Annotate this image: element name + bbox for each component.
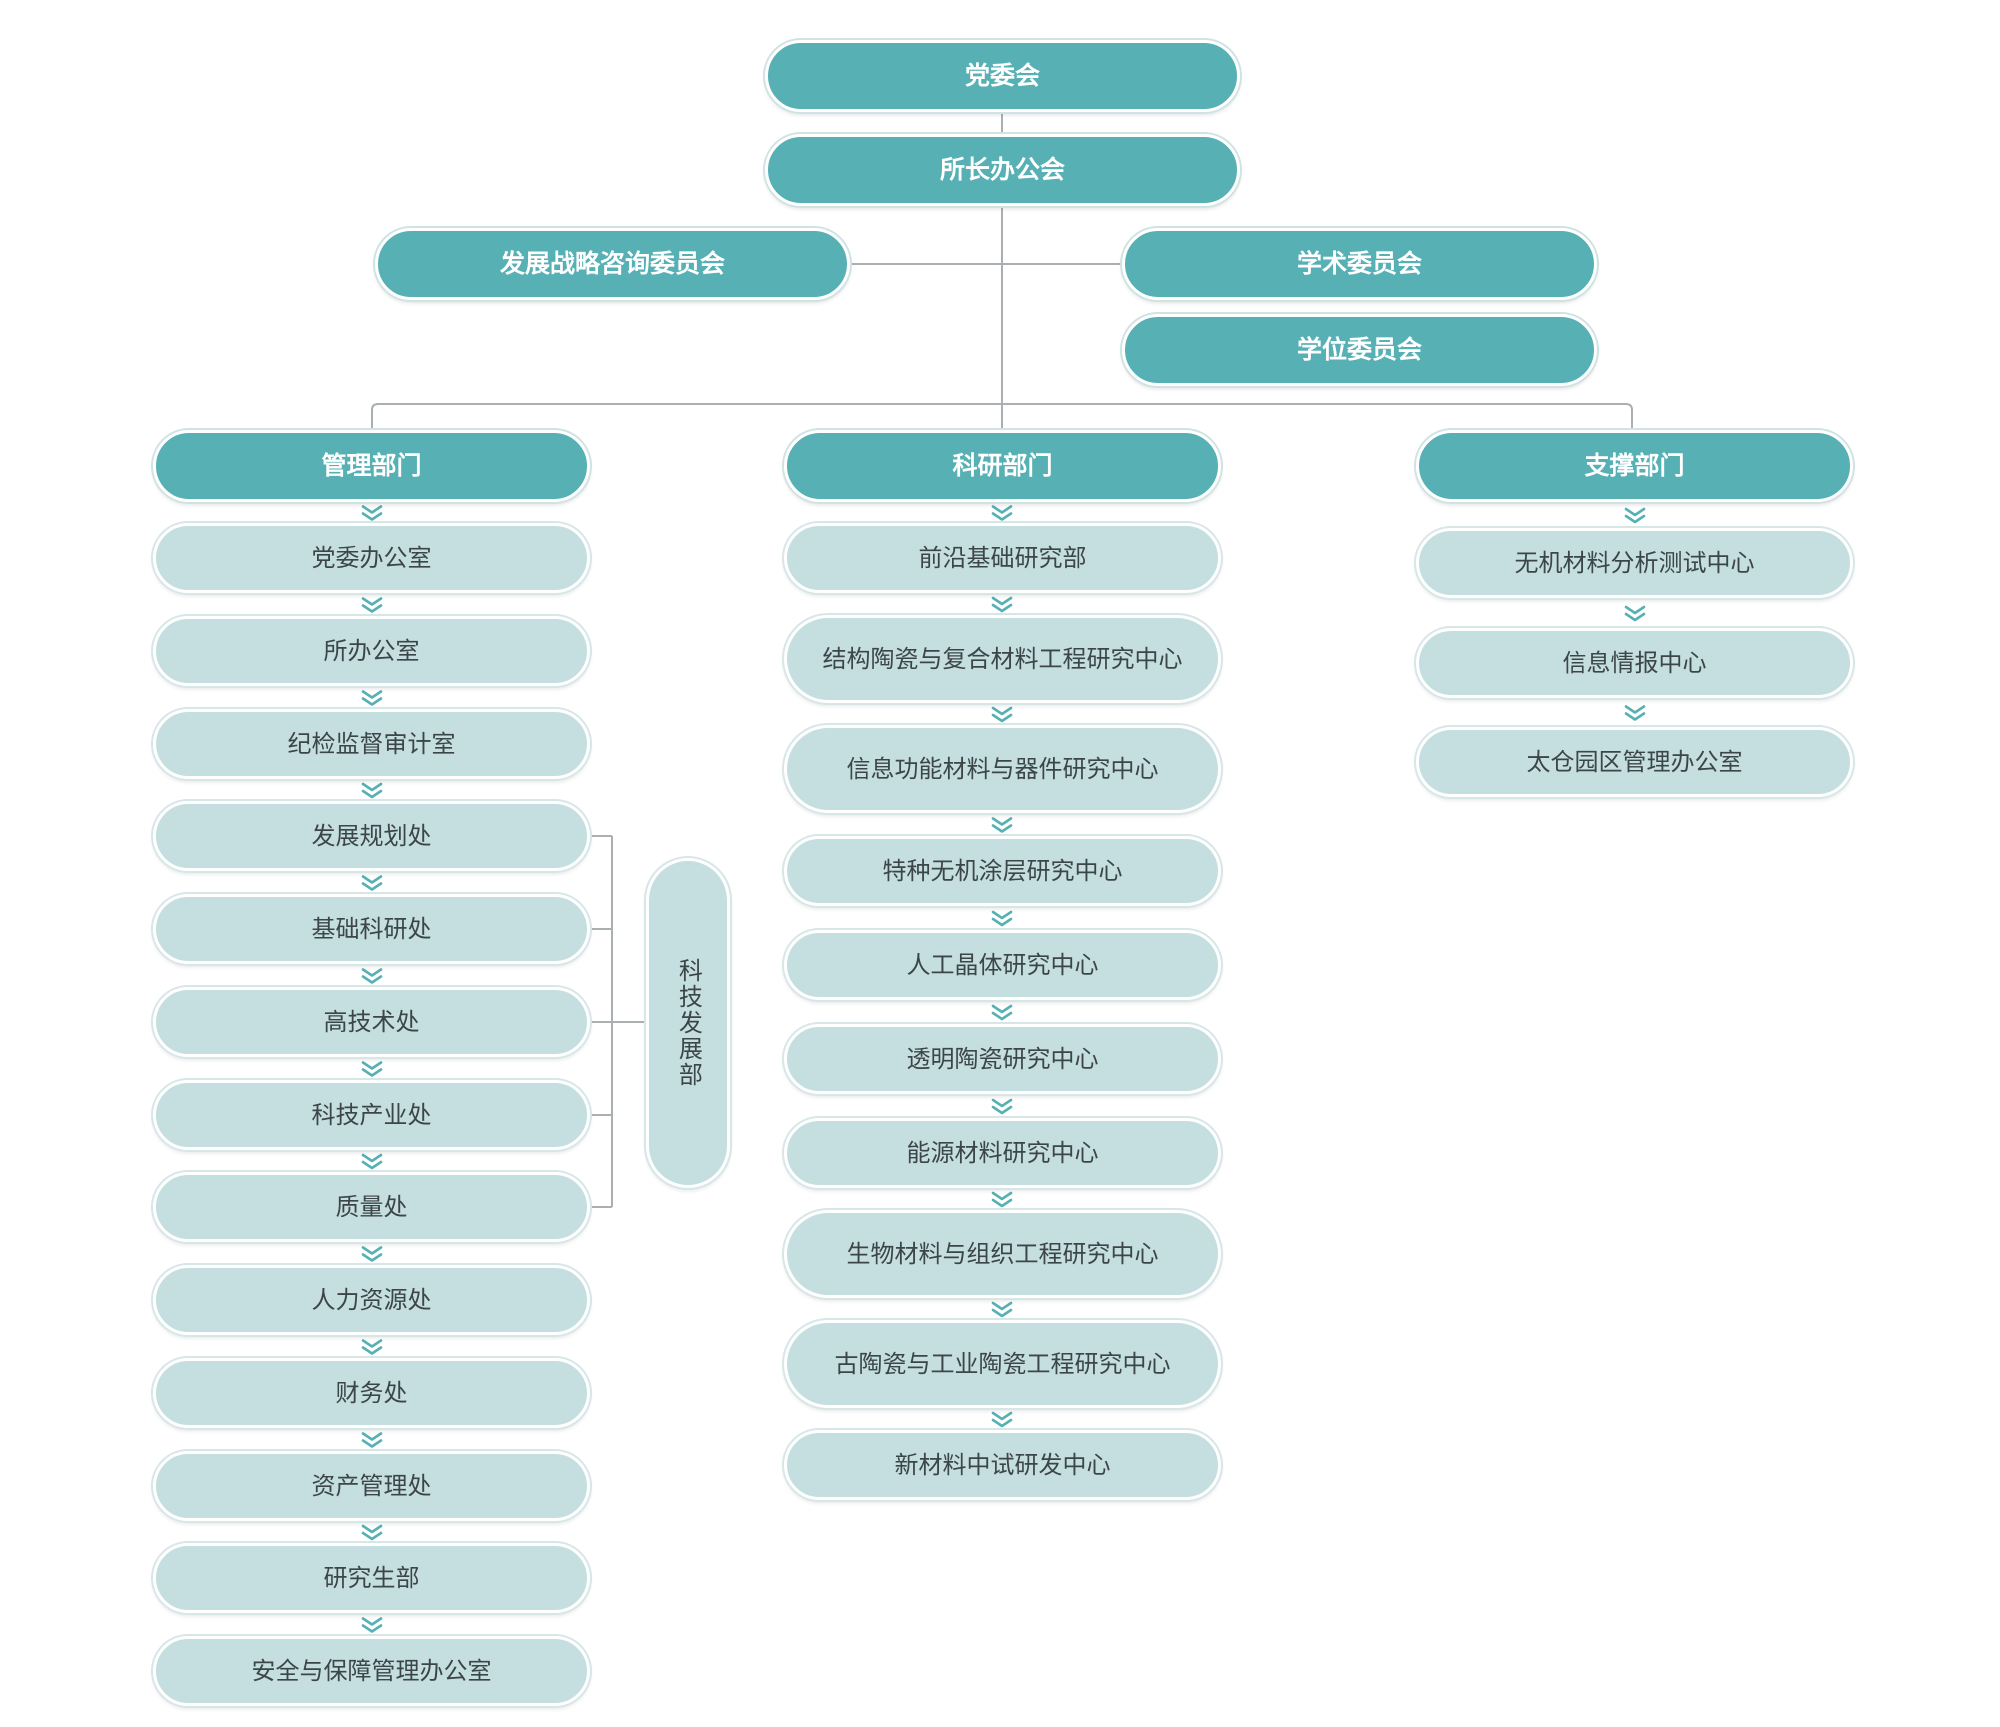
chevron-down-icon [991, 1098, 1013, 1115]
chevron-down-icon [361, 505, 383, 521]
support-dept-header: 支撑部门 [1416, 430, 1853, 502]
chevron-down-icon [361, 597, 383, 613]
chevron-down-icon [991, 817, 1013, 833]
management-item: 科技产业处 [153, 1080, 590, 1150]
chevron-down-icon [361, 1061, 383, 1077]
support-item: 无机材料分析测试中心 [1416, 528, 1853, 598]
management-item: 所办公室 [153, 616, 590, 686]
support-item: 信息情报中心 [1416, 628, 1853, 698]
director-office-meeting-node: 所长办公会 [765, 134, 1240, 206]
management-item: 资产管理处 [153, 1451, 590, 1521]
management-item: 高技术处 [153, 987, 590, 1057]
research-item: 人工晶体研究中心 [784, 930, 1221, 1000]
chevron-down-icon [1624, 605, 1646, 622]
management-item: 质量处 [153, 1172, 590, 1242]
department-bar [371, 403, 1633, 430]
chevron-down-icon [991, 706, 1013, 723]
chevron-down-icon [991, 505, 1013, 521]
research-dept-header: 科研部门 [784, 430, 1221, 502]
research-item: 新材料中试研发中心 [784, 1430, 1221, 1500]
research-item: 能源材料研究中心 [784, 1118, 1221, 1188]
management-item: 党委办公室 [153, 523, 590, 593]
chevron-down-icon [361, 782, 383, 799]
chevron-down-icon [1624, 705, 1646, 721]
chevron-down-icon [361, 1524, 383, 1541]
research-item: 信息功能材料与器件研究中心 [784, 725, 1221, 813]
management-item: 基础科研处 [153, 894, 590, 964]
chevron-down-icon [361, 1432, 383, 1448]
chevron-down-icon [361, 875, 383, 891]
chevron-down-icon [1624, 507, 1646, 524]
chevron-down-icon [991, 910, 1013, 927]
strategy-committee-node: 发展战略咨询委员会 [375, 228, 850, 300]
degree-committee-node: 学位委员会 [1122, 314, 1597, 386]
research-item: 结构陶瓷与复合材料工程研究中心 [784, 615, 1221, 703]
chevron-down-icon [991, 1004, 1013, 1021]
management-item: 发展规划处 [153, 801, 590, 871]
party-committee-node: 党委会 [765, 40, 1240, 112]
research-item: 透明陶瓷研究中心 [784, 1024, 1221, 1094]
management-dept-header: 管理部门 [153, 430, 590, 502]
academic-committee-node: 学术委员会 [1122, 228, 1597, 300]
tech-development-group-node: 科技发展部 [646, 858, 730, 1188]
research-item: 特种无机涂层研究中心 [784, 836, 1221, 906]
chevron-down-icon [991, 1191, 1013, 1208]
chevron-down-icon [991, 1411, 1013, 1428]
chevron-down-icon [361, 1246, 383, 1262]
chevron-down-icon [361, 1339, 383, 1355]
research-item: 生物材料与组织工程研究中心 [784, 1210, 1221, 1298]
chevron-down-icon [361, 968, 383, 984]
management-item: 财务处 [153, 1358, 590, 1428]
management-item: 安全与保障管理办公室 [153, 1636, 590, 1706]
chevron-down-icon [361, 690, 383, 706]
research-item: 古陶瓷与工业陶瓷工程研究中心 [784, 1320, 1221, 1408]
chevron-down-icon [361, 1153, 383, 1170]
management-item: 人力资源处 [153, 1265, 590, 1335]
support-item: 太仓园区管理办公室 [1416, 727, 1853, 797]
research-item: 前沿基础研究部 [784, 523, 1221, 593]
management-item: 研究生部 [153, 1543, 590, 1613]
management-item: 纪检监督审计室 [153, 709, 590, 779]
chevron-down-icon [991, 596, 1013, 613]
chevron-down-icon [361, 1617, 383, 1633]
chevron-down-icon [991, 1301, 1013, 1318]
